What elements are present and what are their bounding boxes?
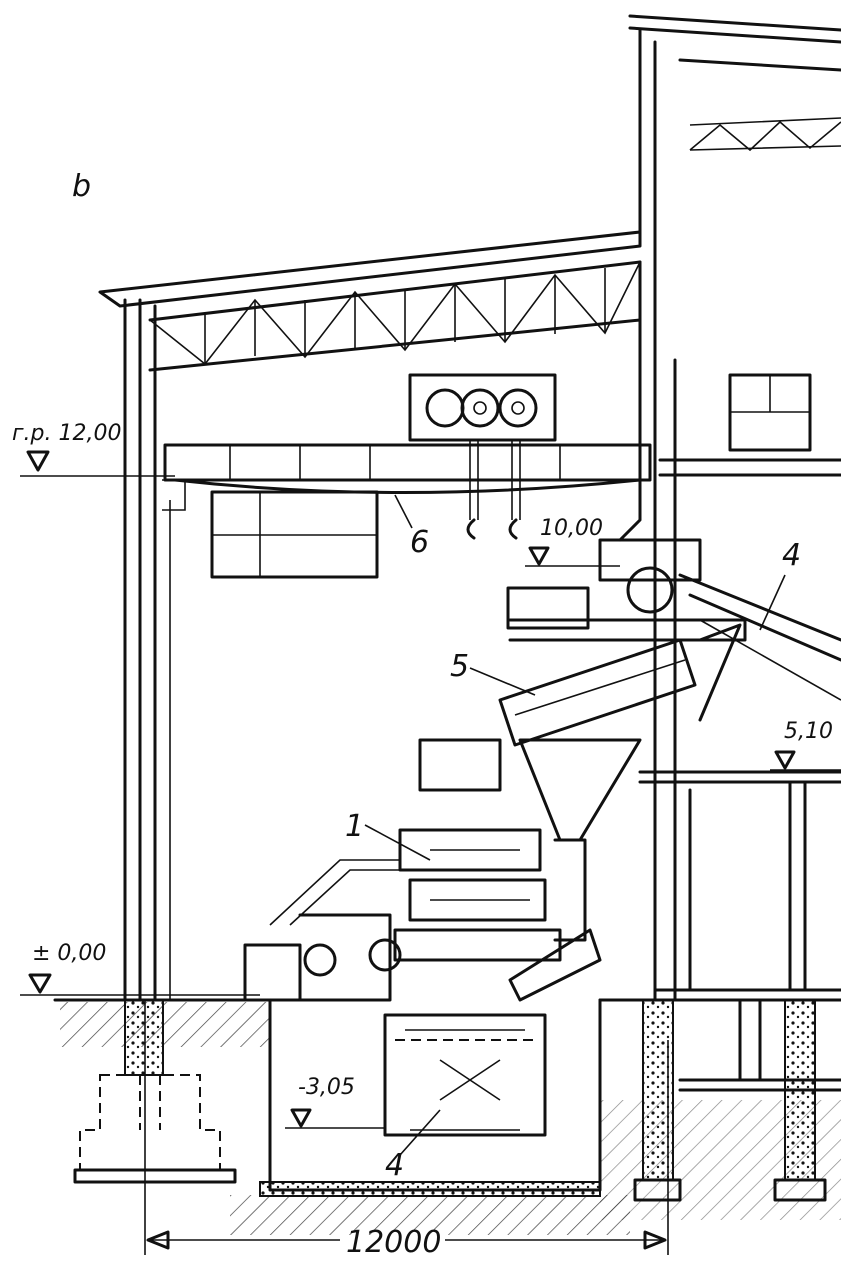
- level-crane-rail-label: г.р. 12,00: [12, 421, 121, 446]
- callout-6-leader: [394, 494, 413, 529]
- drive-unit: [243, 859, 410, 1002]
- ground-hatching: [53, 998, 841, 1235]
- callout-6: 6: [410, 525, 429, 560]
- span-dimension: 12000: [144, 1000, 669, 1260]
- span-dimension-label: 12000: [346, 1225, 441, 1260]
- level-platform-mid-label: 5,10: [784, 719, 833, 744]
- callout-4-top: 4: [782, 538, 801, 573]
- left-bay-roof-truss: [98, 230, 642, 372]
- right-high-bay: [618, 14, 841, 1002]
- overhead-crane: [163, 373, 652, 579]
- left-wall-column: [123, 298, 186, 1002]
- vibrating-screen: 5: [450, 586, 747, 747]
- level-platform-mid: 5,10: [770, 719, 841, 771]
- level-platform-upper-label: 10,00: [540, 516, 603, 541]
- inclined-conveyor: 4: [598, 538, 841, 701]
- level-pit-label: -3,05: [298, 1075, 355, 1100]
- panel-letter: b: [72, 169, 91, 204]
- level-pit: -3,05: [285, 1075, 385, 1129]
- callout-5: 5: [450, 649, 469, 684]
- callout-4-bottom: 4: [385, 1148, 404, 1183]
- level-ground-label: ± 0,00: [32, 941, 106, 966]
- callout-1: 1: [345, 809, 364, 844]
- level-ground: ± 0,00: [20, 941, 260, 996]
- level-crane-rail: г.р. 12,00: [12, 421, 175, 477]
- level-platform-upper: 10,00: [525, 516, 620, 567]
- cone-crusher: 1: [345, 738, 642, 1002]
